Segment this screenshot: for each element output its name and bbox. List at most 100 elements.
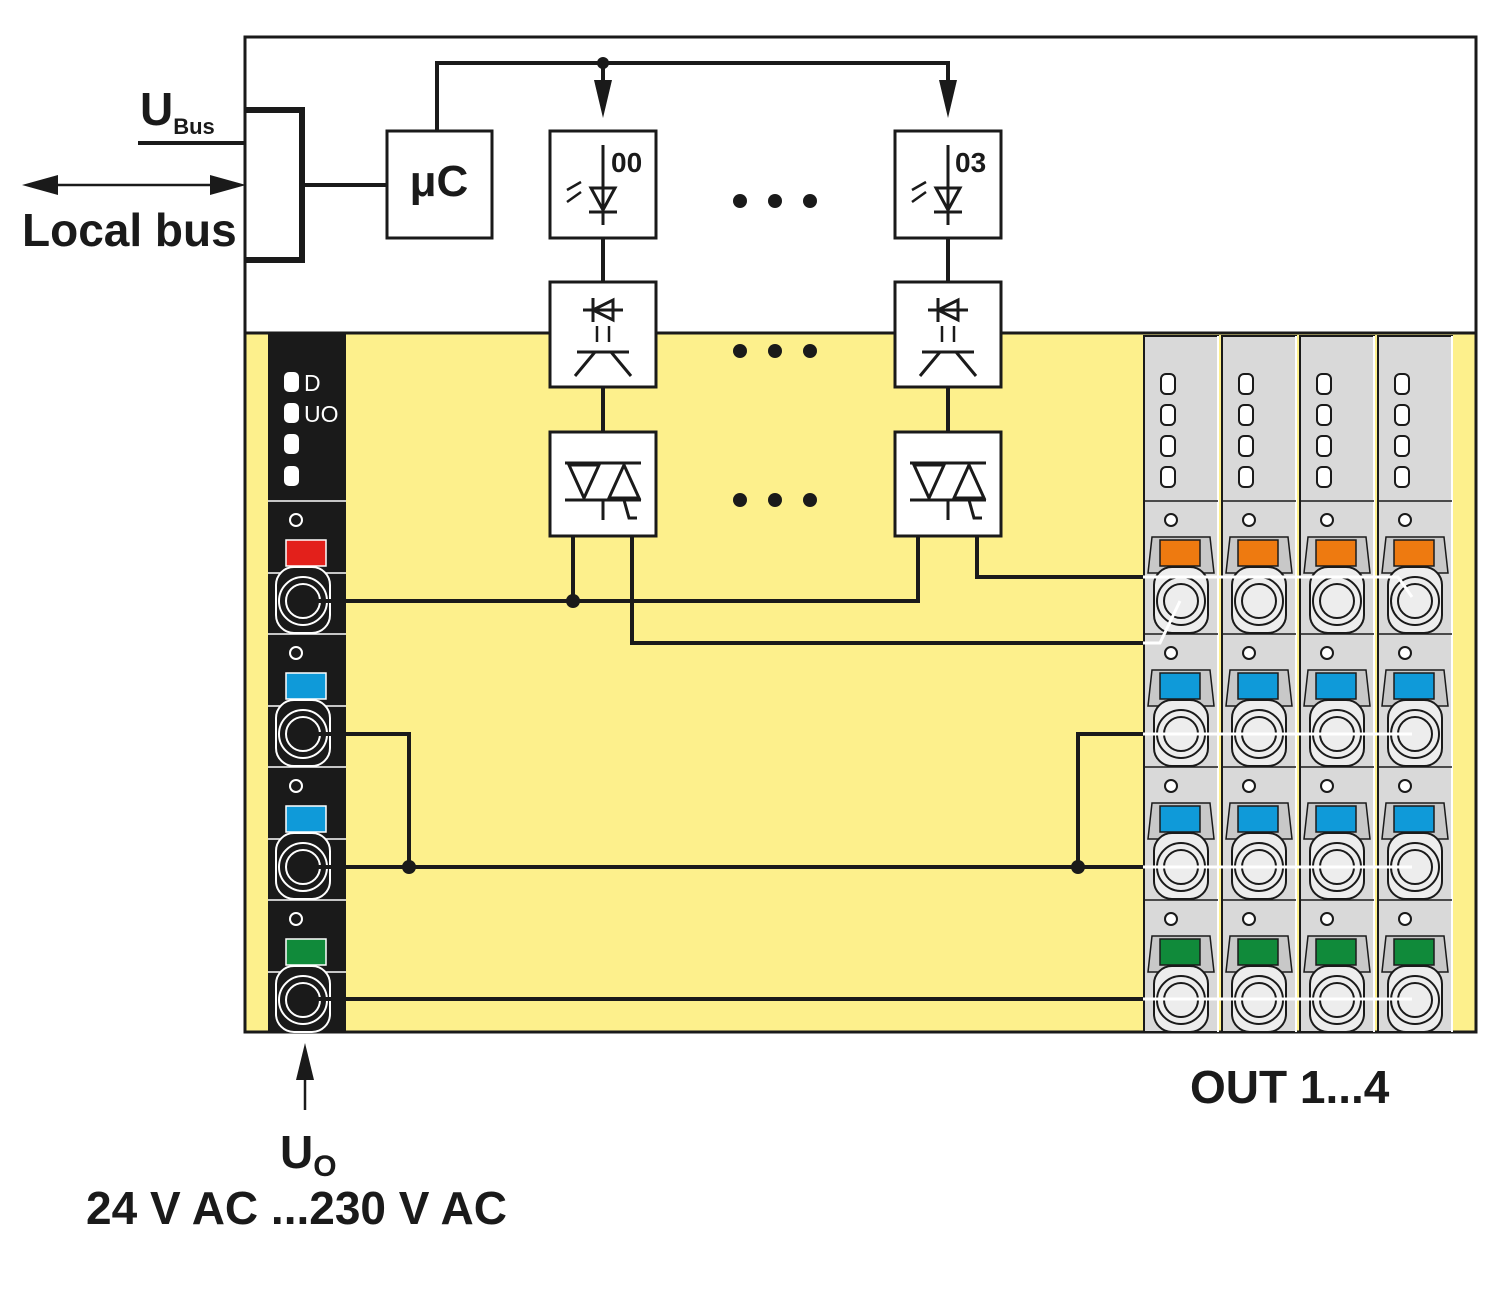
led-slot bbox=[1238, 435, 1254, 457]
color-marker-blue bbox=[1393, 672, 1435, 700]
junction-dot bbox=[566, 594, 580, 608]
status-leds bbox=[284, 372, 299, 486]
led-slot bbox=[1316, 435, 1332, 457]
release-hole bbox=[1398, 513, 1412, 527]
triac-box bbox=[893, 430, 1003, 538]
release-hole bbox=[1242, 646, 1256, 660]
color-marker-green bbox=[1237, 938, 1279, 966]
triac-icon bbox=[910, 461, 987, 520]
led-slot bbox=[1316, 373, 1332, 395]
ubus-label: UBus bbox=[140, 83, 215, 139]
optocoupler-box bbox=[893, 280, 1003, 389]
microcontroller-box bbox=[385, 129, 494, 240]
led-slot bbox=[1160, 404, 1176, 426]
arrow-right-icon bbox=[210, 175, 246, 195]
neutral-wire-row2 bbox=[303, 732, 411, 867]
arrow-left-icon bbox=[22, 175, 58, 195]
led-label-uo: UO bbox=[304, 401, 339, 427]
spring-clamp-icon bbox=[1231, 566, 1287, 634]
out1-wire bbox=[630, 536, 1143, 645]
spring-clamp-icon bbox=[1387, 832, 1443, 900]
color-marker-orange bbox=[1237, 539, 1279, 567]
color-marker-blue bbox=[1237, 672, 1279, 700]
release-hole bbox=[1242, 779, 1256, 793]
led-slot bbox=[1238, 404, 1254, 426]
spring-clamp-icon bbox=[1153, 566, 1209, 634]
release-hole bbox=[289, 912, 303, 926]
release-hole bbox=[1164, 646, 1178, 660]
spring-clamp-icon bbox=[1309, 566, 1365, 634]
color-marker-blue bbox=[1159, 672, 1201, 700]
led-slot bbox=[1394, 373, 1410, 395]
color-marker-blue bbox=[1237, 805, 1279, 833]
release-hole bbox=[1164, 912, 1178, 926]
out1-wire-white bbox=[1143, 600, 1182, 645]
local-bus-label: Local bus bbox=[22, 204, 237, 256]
led-diode-icon bbox=[911, 145, 963, 225]
out4-wire bbox=[975, 536, 1143, 579]
release-hole bbox=[1398, 779, 1412, 793]
led-slot bbox=[1160, 373, 1176, 395]
color-marker-blue bbox=[285, 805, 327, 833]
triac-icon bbox=[565, 461, 642, 520]
triac-box bbox=[548, 430, 658, 538]
release-hole bbox=[289, 646, 303, 660]
neutral-bridge-wire bbox=[1076, 732, 1143, 867]
optocoupler-box bbox=[548, 280, 658, 389]
supply-L-wire bbox=[303, 536, 920, 603]
uo-label: UO bbox=[280, 1126, 337, 1183]
release-hole bbox=[1398, 646, 1412, 660]
color-marker-green bbox=[1315, 938, 1357, 966]
led-slot bbox=[1238, 373, 1254, 395]
color-marker-green bbox=[1159, 938, 1201, 966]
led-slot bbox=[1160, 435, 1176, 457]
led-diode-icon bbox=[566, 145, 618, 225]
color-marker-blue bbox=[1315, 805, 1357, 833]
color-marker-blue bbox=[1159, 805, 1201, 833]
outputs-label: OUT 1...4 bbox=[1190, 1061, 1390, 1113]
junction-dot bbox=[402, 860, 416, 874]
microcontroller-label: μC bbox=[410, 157, 469, 206]
release-hole bbox=[1164, 779, 1178, 793]
out4-wire-white bbox=[1143, 575, 1414, 598]
channel-label-first: 00 bbox=[611, 147, 642, 178]
color-marker-blue bbox=[285, 672, 327, 700]
color-marker-orange bbox=[1315, 539, 1357, 567]
color-marker-orange bbox=[1393, 539, 1435, 567]
color-marker-green bbox=[1393, 938, 1435, 966]
release-hole bbox=[1320, 779, 1334, 793]
optocoupler-icon bbox=[918, 297, 978, 377]
release-hole bbox=[1164, 513, 1178, 527]
color-marker-orange bbox=[1159, 539, 1201, 567]
release-hole bbox=[1398, 912, 1412, 926]
arrow-down-icon bbox=[594, 80, 612, 118]
color-marker-blue bbox=[1315, 672, 1357, 700]
led-slot bbox=[1394, 404, 1410, 426]
led-slot bbox=[1394, 435, 1410, 457]
voltage-range-label: 24 V AC ...230 V AC bbox=[86, 1182, 507, 1234]
release-hole bbox=[1242, 513, 1256, 527]
ellipsis-dots bbox=[733, 194, 817, 507]
release-hole bbox=[289, 779, 303, 793]
release-hole bbox=[1320, 912, 1334, 926]
release-hole bbox=[289, 513, 303, 527]
color-marker-red bbox=[285, 539, 327, 567]
led-slot bbox=[1316, 466, 1332, 488]
release-hole bbox=[1320, 513, 1334, 527]
color-marker-green bbox=[285, 938, 327, 966]
arrow-up-icon bbox=[296, 1043, 314, 1080]
junction-dot bbox=[597, 57, 609, 69]
led-slot bbox=[1238, 466, 1254, 488]
color-marker-blue bbox=[1393, 805, 1435, 833]
release-hole bbox=[1320, 646, 1334, 660]
arrow-down-icon bbox=[939, 80, 957, 118]
optocoupler-icon bbox=[573, 297, 633, 377]
output-channels bbox=[548, 129, 1003, 538]
led-slot bbox=[1394, 466, 1410, 488]
led-slot bbox=[1316, 404, 1332, 426]
release-hole bbox=[1242, 912, 1256, 926]
channel-label-last: 03 bbox=[955, 147, 986, 178]
led-slot bbox=[1160, 466, 1176, 488]
led-label-d: D bbox=[304, 370, 321, 396]
